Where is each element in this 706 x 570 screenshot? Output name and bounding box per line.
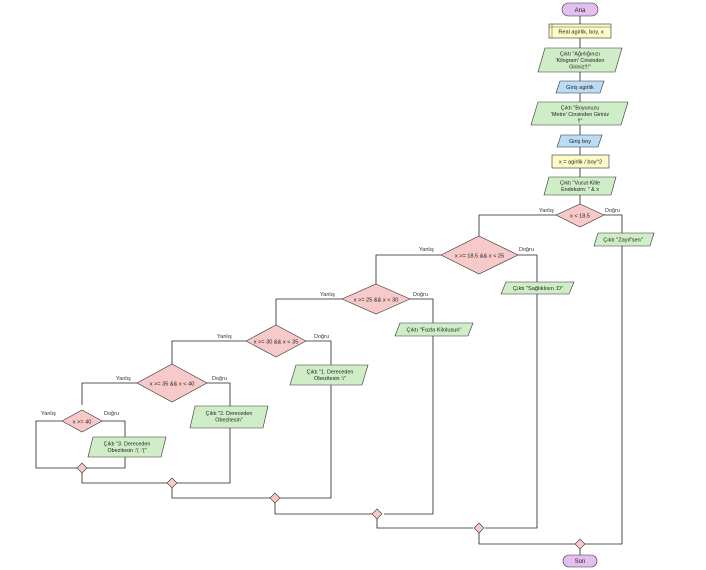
input-weight: Giriş agirlik	[555, 80, 605, 94]
input-weight-label: Giriş agirlik	[566, 85, 594, 91]
output-healthy-label: Çıktı "Sağlıklısın :D"	[513, 286, 563, 292]
output-obesity-3-line-2: Obezitesin :'( :'("	[107, 448, 146, 454]
decision-obesity-3: x >= 40 Yanlış Doğru	[41, 409, 119, 433]
decision-obesity-1-yes-label: Doğru	[314, 334, 329, 340]
output-underweight: Çıktı "Zayıf'sen"	[593, 232, 655, 247]
decision-obesity-2-shape	[136, 363, 208, 403]
output-obesity-2-line-2: Obezitesin"	[215, 418, 242, 424]
output-healthy-shape	[500, 281, 575, 295]
output-weight-line-1: Çıktı "Ağırlığınızı	[560, 52, 600, 58]
decision-overweight-no-label: Yanlış	[320, 292, 335, 298]
start-terminal-shape	[561, 2, 599, 17]
output-bmi-line-2: Endeksim: " & x	[561, 187, 599, 193]
output-healthy: Çıktı "Sağlıklısın :D"	[500, 281, 575, 295]
output-bmi-line-1: Çıktı "Vucut Kitle	[560, 181, 600, 187]
input-height-shape	[556, 134, 603, 148]
decision-obesity-1: x >= 30 && x < 35 Yanlış Doğru	[217, 324, 329, 358]
decision-obesity-1-shape	[245, 324, 307, 358]
decision-obesity-3-label: x >= 40	[73, 420, 92, 426]
assign-bmi-shape	[551, 154, 610, 169]
output-obesity-2-shape	[189, 405, 269, 429]
decision-obesity-2-label: x >= 35 && x < 40	[150, 382, 195, 388]
output-overweight-label: Çıktı "Fazla Kilolusun"	[407, 328, 462, 334]
decision-overweight-shape	[341, 283, 411, 315]
output-underweight-shape	[593, 232, 655, 247]
decision-overweight: x >= 25 && x < 30 Yanlış Doğru	[320, 283, 428, 315]
output-height-prompt-shape	[530, 101, 629, 126]
merge-connector-2	[473, 522, 485, 534]
output-obesity-3-shape	[87, 436, 167, 458]
output-height-prompt: Çıktı "Boyunuzu 'Metre' Cinsinden Girini…	[530, 101, 629, 126]
declare-block-label: Real agirlik, boy, x	[558, 30, 603, 36]
output-obesity-1: Çıktı "1. Dereceden Obezitesin :\"	[289, 364, 369, 386]
end-terminal-label: Son	[575, 559, 586, 565]
decision-overweight-yes-label: Doğru	[413, 292, 428, 298]
decision-obesity-2: x >= 35 && x < 40 Yanlış Doğru	[116, 363, 227, 403]
merge-connector-1	[574, 538, 586, 550]
merge-connector-3	[371, 508, 383, 520]
decision-obesity-2-no-label: Yanlış	[116, 376, 131, 382]
merge-connector-5	[166, 477, 178, 489]
assign-bmi: x = agirlik / boy^2	[551, 154, 610, 169]
output-overweight-shape	[394, 322, 474, 337]
decision-obesity-3-yes-label: Doğru	[104, 411, 119, 417]
decision-overweight-label: x >= 25 && x < 30	[354, 298, 399, 304]
output-obesity-1-line-2: Obezitesin :\"	[314, 376, 346, 382]
end-terminal-shape	[562, 554, 598, 568]
input-height-label: Giriş boy	[569, 139, 591, 145]
decision-obesity-3-no-label: Yanlış	[41, 411, 56, 417]
start-terminal-label: Ana	[575, 8, 586, 14]
output-height-line-1: Çıktı "Boyunuzu	[561, 106, 599, 112]
merge-connectors	[76, 462, 586, 550]
decision-healthy-no-label: Yanlış	[419, 247, 434, 253]
assign-bmi-label: x = agirlik / boy^2	[559, 160, 602, 166]
output-weight-line-2: 'Kilogram' Cinsinden	[556, 58, 605, 64]
output-underweight-label: Çıktı "Zayıf'sen"	[603, 238, 643, 244]
flow-edges	[35, 16, 623, 555]
decision-underweight-shape	[555, 203, 605, 228]
merge-connector-4	[269, 492, 281, 504]
decision-obesity-1-label: x >= 30 && x < 35	[254, 340, 299, 346]
decision-obesity-2-yes-label: Doğru	[212, 376, 227, 382]
output-overweight: Çıktı "Fazla Kilolusun"	[394, 322, 474, 337]
decision-obesity-3-shape	[61, 409, 103, 433]
start-terminal: Ana	[561, 2, 599, 17]
output-obesity-1-shape	[289, 364, 369, 386]
decision-underweight-no-label: Yanlış	[539, 208, 554, 214]
output-height-line-3: !!"	[578, 119, 583, 125]
output-weight-line-3: Giriniz!!!"	[569, 65, 591, 71]
output-obesity-1-line-1: Çıktı "1. Dereceden	[307, 370, 354, 376]
end-terminal: Son	[562, 554, 598, 568]
output-weight-prompt: Çıktı "Ağırlığınızı 'Kilogram' Cinsinden…	[537, 47, 623, 73]
input-height: Giriş boy	[556, 134, 603, 148]
output-obesity-3: Çıktı "3. Dereceden Obezitesin :'( :'("	[87, 436, 167, 458]
decision-healthy-yes-label: Doğru	[519, 247, 534, 253]
decision-underweight: x < 18.5 Yanlış Doğru	[539, 203, 620, 228]
input-weight-shape	[555, 80, 605, 94]
decision-obesity-1-no-label: Yanlış	[217, 334, 232, 340]
output-obesity-3-line-1: Çıktı "3. Dereceden	[104, 442, 151, 448]
declare-block: Real agirlik, boy, x	[548, 23, 612, 39]
decision-healthy-shape	[440, 235, 519, 275]
decision-underweight-yes-label: Doğru	[605, 208, 620, 214]
decision-underweight-label: x < 18.5	[570, 214, 590, 220]
merge-connector-6	[76, 462, 88, 474]
decision-healthy: x >= 18.5 && x < 25 Yanlış Doğru	[419, 235, 534, 275]
output-obesity-2: Çıktı "2. Dereceden Obezitesin"	[189, 405, 269, 429]
output-height-line-2: 'Metre' Cinsinden Giriniz	[551, 112, 609, 118]
declare-block-shape	[548, 23, 612, 39]
decision-healthy-label: x >= 18.5 && x < 25	[455, 254, 504, 260]
output-bmi: Çıktı "Vucut Kitle Endeksim: " & x	[543, 176, 617, 196]
output-bmi-shape	[543, 176, 617, 196]
output-obesity-2-line-1: Çıktı "2. Dereceden	[206, 411, 253, 417]
output-weight-prompt-shape	[537, 47, 623, 73]
